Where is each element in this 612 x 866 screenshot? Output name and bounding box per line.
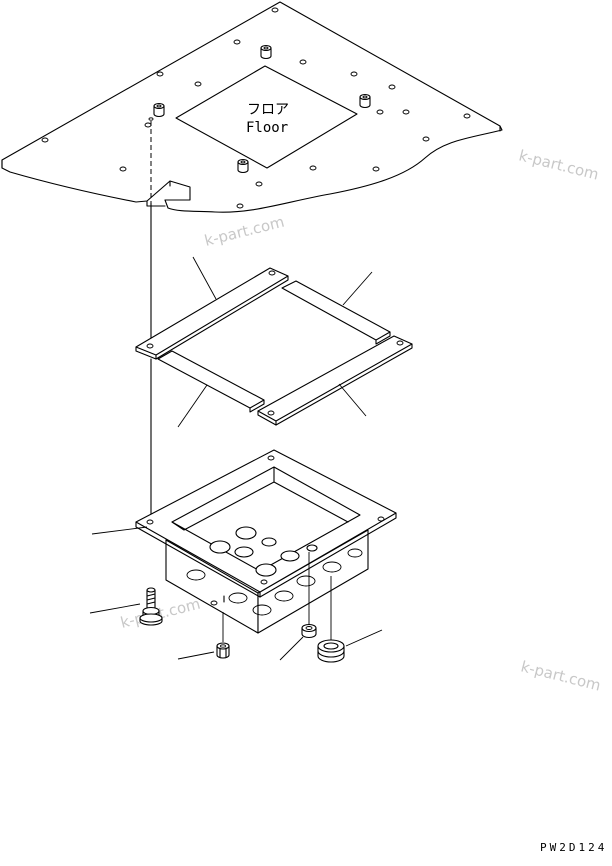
leader-line bbox=[345, 629, 383, 647]
small-grommet bbox=[301, 623, 317, 639]
leader-line bbox=[338, 383, 367, 417]
large-grommet bbox=[317, 639, 345, 663]
floor-panel-outline bbox=[175, 65, 358, 169]
leader-line bbox=[177, 384, 208, 428]
watermark: k-part.com bbox=[119, 595, 203, 632]
floor-box bbox=[135, 449, 397, 634]
leader-line bbox=[91, 526, 148, 535]
leader-line bbox=[89, 603, 141, 614]
watermark: k-part.com bbox=[519, 657, 603, 694]
floor-stud bbox=[260, 44, 272, 60]
drawing-code: PW2D124 bbox=[540, 841, 607, 854]
floor-stud bbox=[153, 102, 165, 118]
leader-line bbox=[342, 271, 373, 306]
nut bbox=[216, 642, 230, 659]
watermark: k-part.com bbox=[517, 146, 601, 183]
floor-stud bbox=[359, 93, 371, 109]
floor-stud bbox=[237, 158, 249, 174]
floor-label-english: Floor bbox=[246, 120, 288, 136]
leader-line bbox=[192, 256, 217, 300]
leader-line bbox=[177, 651, 215, 660]
gasket-frame bbox=[135, 267, 413, 426]
floor-plate: フロア Floor bbox=[1, 1, 503, 213]
watermark: k-part.com bbox=[203, 213, 287, 250]
floor-label-japanese: フロア bbox=[247, 102, 289, 118]
bolt bbox=[139, 587, 163, 626]
leader-line bbox=[279, 636, 304, 661]
